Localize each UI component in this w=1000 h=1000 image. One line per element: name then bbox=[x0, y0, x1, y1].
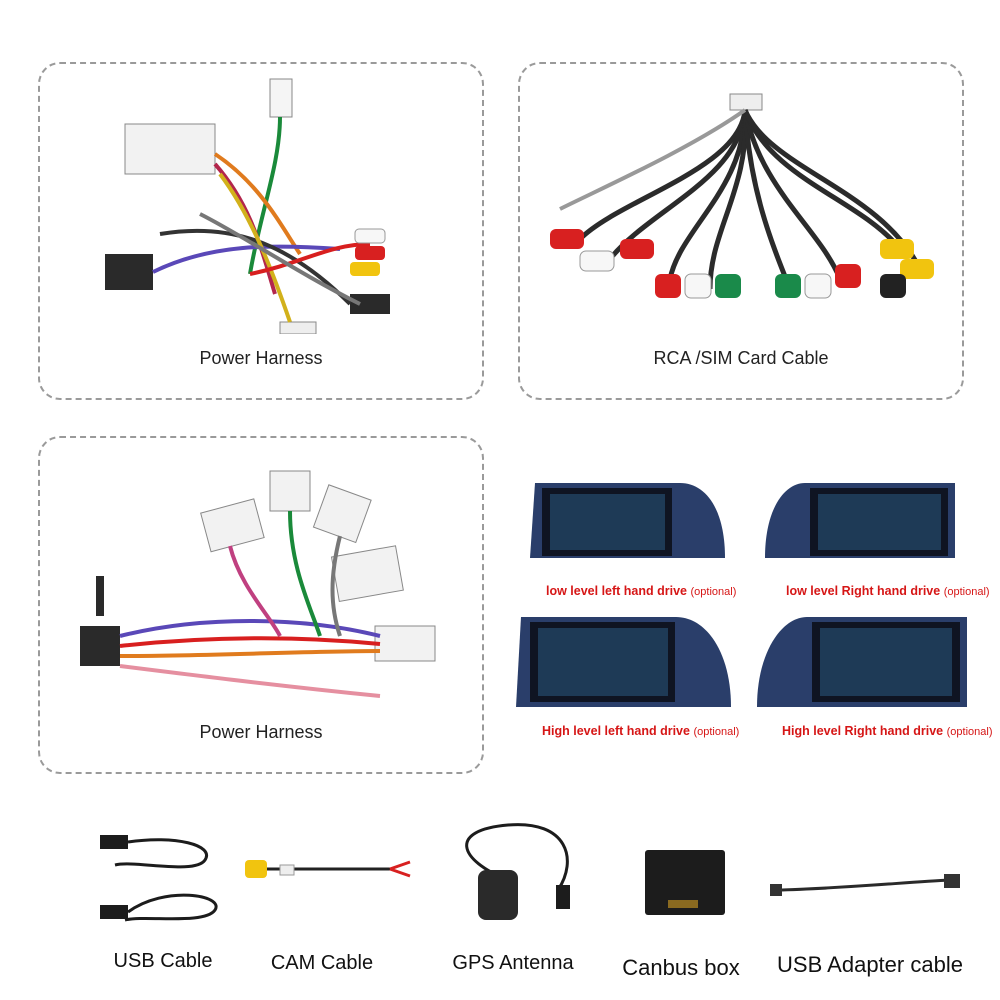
panel-label: Power Harness bbox=[199, 722, 323, 742]
rca-sim-cable-image bbox=[550, 93, 934, 299]
screen-caption-optional: (optional) bbox=[943, 586, 990, 598]
usb-cable-label: USB Cable bbox=[113, 950, 213, 972]
screen-caption-text: High level Right hand drive bbox=[782, 724, 944, 738]
cam-cable-image bbox=[245, 860, 411, 878]
screen-caption-text: low level Right hand drive bbox=[786, 584, 941, 598]
screen-caption-4: High level Right hand drive (optional) bbox=[782, 724, 992, 738]
head-unit-screen-4 bbox=[757, 617, 967, 707]
rca-sim-panel: RCA /SIM Card Cable bbox=[518, 62, 964, 400]
gps-antenna-label: GPS Antenna bbox=[452, 952, 574, 974]
screen-caption-text: low level left hand drive bbox=[546, 584, 688, 598]
cam-cable-label: CAM Cable bbox=[270, 952, 374, 974]
panel-label: Power Harness bbox=[199, 348, 323, 368]
power-harness-panel-2: Power Harness bbox=[38, 436, 484, 774]
usb-adapter-cable-label: USB Adapter cable bbox=[777, 952, 963, 977]
power-harness-panel-1: Power Harness bbox=[38, 62, 484, 400]
screen-caption-2: low level Right hand drive (optional) bbox=[786, 584, 990, 598]
screen-caption-optional: (optional) bbox=[693, 726, 740, 738]
power-harness-image bbox=[80, 470, 436, 698]
usb-adapter-cable-image bbox=[770, 874, 960, 896]
screen-caption-text: High level left hand drive bbox=[542, 724, 690, 738]
head-unit-screen-2 bbox=[765, 483, 955, 558]
canbus-box-label: Canbus box bbox=[622, 955, 740, 980]
head-unit-screen-3 bbox=[516, 617, 731, 707]
screen-caption-3: High level left hand drive (optional) bbox=[542, 724, 739, 738]
screen-caption-optional: (optional) bbox=[690, 586, 737, 598]
screen-caption-1: low level left hand drive (optional) bbox=[546, 584, 736, 598]
panel-label: RCA /SIM Card Cable bbox=[653, 348, 829, 368]
power-harness-image bbox=[105, 78, 390, 334]
head-unit-screen-1 bbox=[530, 483, 725, 558]
screen-caption-optional: (optional) bbox=[946, 726, 993, 738]
gps-antenna-image bbox=[465, 823, 570, 920]
usb-cable-image bbox=[100, 835, 218, 922]
canbus-box-image bbox=[645, 850, 725, 915]
